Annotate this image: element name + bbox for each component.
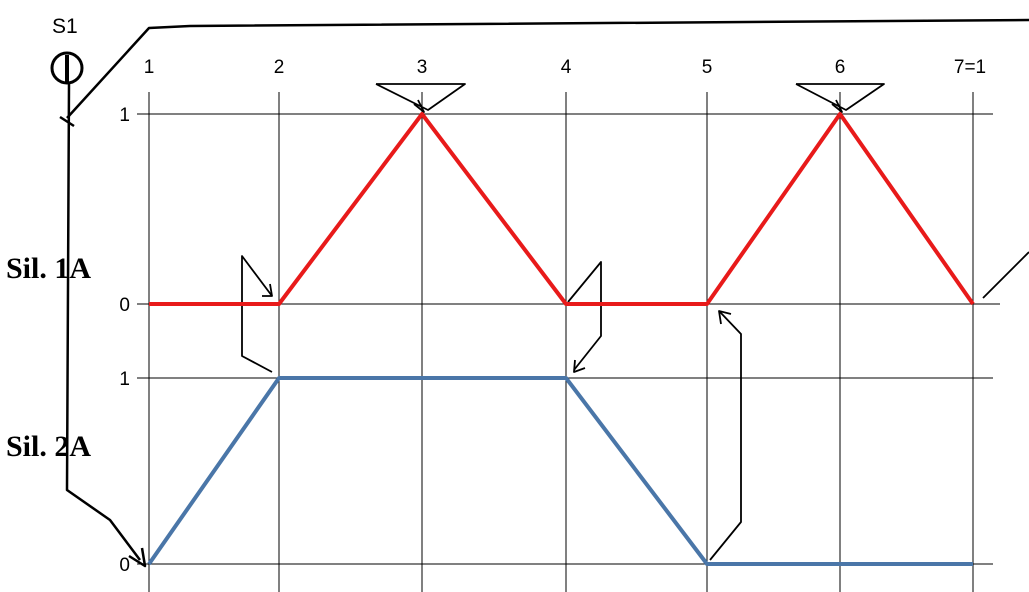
arrowhead-step4 xyxy=(573,359,586,373)
arrow-step3 xyxy=(375,83,466,111)
cyl1-level-high: 1 xyxy=(119,105,130,126)
cyl2-level-low: 0 xyxy=(119,555,130,576)
arrow-step5 xyxy=(709,311,742,561)
feedback-arrows xyxy=(241,83,1029,561)
cyl2-level-high: 1 xyxy=(119,369,130,390)
step-label-2: 2 xyxy=(274,57,285,78)
cyl2-label: Sil. 2A xyxy=(6,430,91,463)
switch-s1-icon xyxy=(50,51,84,85)
step-label-6: 6 xyxy=(835,57,846,78)
arrow-step6 xyxy=(795,83,885,111)
arrowhead-step6 xyxy=(831,99,843,113)
arrowhead-step2 xyxy=(262,283,273,297)
start-signal-line xyxy=(59,115,75,128)
step-label-3: 3 xyxy=(417,57,428,78)
cyl1-level-low: 0 xyxy=(119,295,130,316)
cyl1-motion-profile xyxy=(149,112,975,306)
step-gridlines xyxy=(148,92,974,592)
arrowhead-start xyxy=(128,547,147,568)
step-label-5: 5 xyxy=(702,57,713,78)
start-signal-line-top xyxy=(66,18,1029,119)
level-gridlines xyxy=(137,113,1000,565)
start-signal-line-down xyxy=(65,82,141,561)
cyl1-label: Sil. 1A xyxy=(6,252,91,285)
arrowhead-step3 xyxy=(413,99,425,113)
arrow-step7 xyxy=(982,251,1029,299)
step-label-4: 4 xyxy=(561,57,572,78)
arrow-step4 xyxy=(567,261,602,371)
step-label-1: 1 xyxy=(144,57,155,78)
cyl2-motion-profile xyxy=(147,376,973,566)
arrowhead-step5 xyxy=(718,310,732,325)
signal-lines xyxy=(59,18,1029,568)
step-label-7: 7=1 xyxy=(954,57,986,78)
arrow-step2 xyxy=(241,255,273,373)
switch-label: S1 xyxy=(52,15,78,38)
